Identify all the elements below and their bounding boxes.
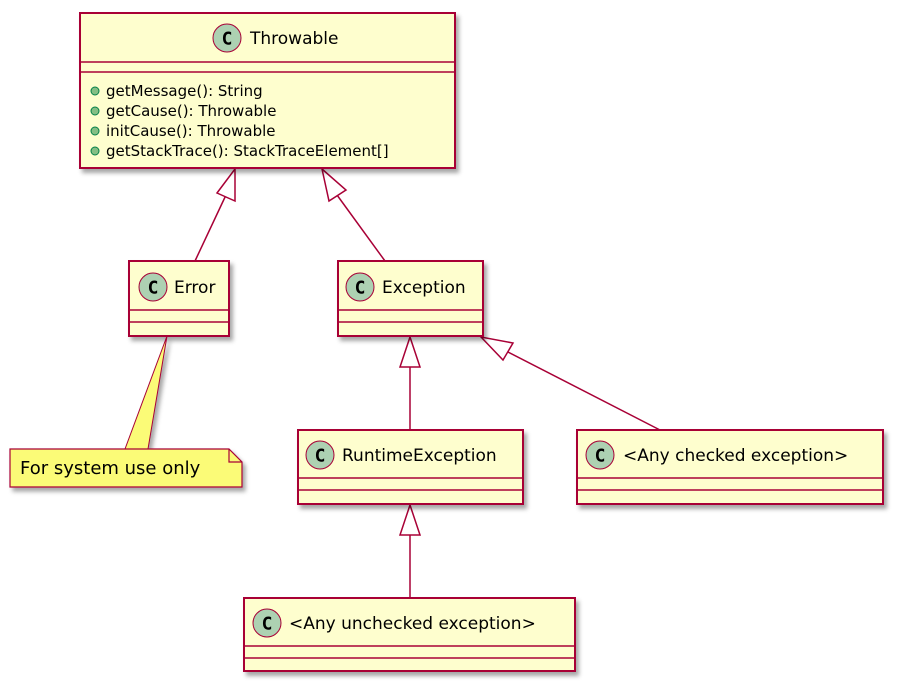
method: initCause(): Throwable [106,122,276,140]
class-spot-glyph: C [595,446,606,467]
class-any-checked-exception[interactable]: C <Any checked exception> [576,429,884,505]
edge-error-throwable [194,194,227,262]
note-text: For system use only [20,458,201,479]
class-error[interactable]: C Error [128,260,230,337]
public-method-icon [90,106,100,116]
class-spot-glyph: C [262,614,273,635]
edge-exception-throwable [336,194,386,262]
class-name: Exception [382,278,466,298]
class-spot-glyph: C [315,446,326,467]
inheritance-arrowhead [478,335,515,362]
class-spot-glyph: C [222,29,233,50]
class-spot-icon [305,440,335,470]
class-name: <Any checked exception> [623,446,848,466]
class-spot-icon [212,23,242,53]
public-method-icon [90,86,100,96]
method: getMessage(): String [106,82,263,100]
class-exception[interactable]: C Exception [337,260,484,337]
inheritance-arrowhead [215,166,236,203]
method: getStackTrace(): StackTraceElement[] [106,142,389,160]
note[interactable]: For system use only [9,335,243,488]
method-list: getMessage(): String getCause(): Throwab… [90,82,389,160]
public-method-icon [90,146,100,156]
class-throwable[interactable]: C Throwable getMessage(): String getCaus… [79,12,456,169]
inheritance-arrowhead [320,166,348,203]
class-name: <Any unchecked exception> [289,614,536,634]
class-name: Error [174,278,215,298]
public-method-icon [90,126,100,136]
inheritance-arrowhead [398,334,422,368]
method: getCause(): Throwable [106,102,276,120]
edge-checked-exception [507,351,661,431]
class-spot-icon [138,272,168,302]
class-any-unchecked-exception[interactable]: C <Any unchecked exception> [243,597,576,672]
class-name: RuntimeException [342,446,497,466]
class-runtime-exception[interactable]: C RuntimeException [297,429,524,505]
inheritance-edges [194,166,661,598]
class-spot-glyph: C [355,278,366,299]
class-spot-icon [585,440,615,470]
class-spot-icon [345,272,375,302]
class-name: Throwable [249,29,338,49]
inheritance-arrowhead [398,502,422,536]
class-spot-icon [252,608,282,638]
class-spot-glyph: C [148,278,159,299]
